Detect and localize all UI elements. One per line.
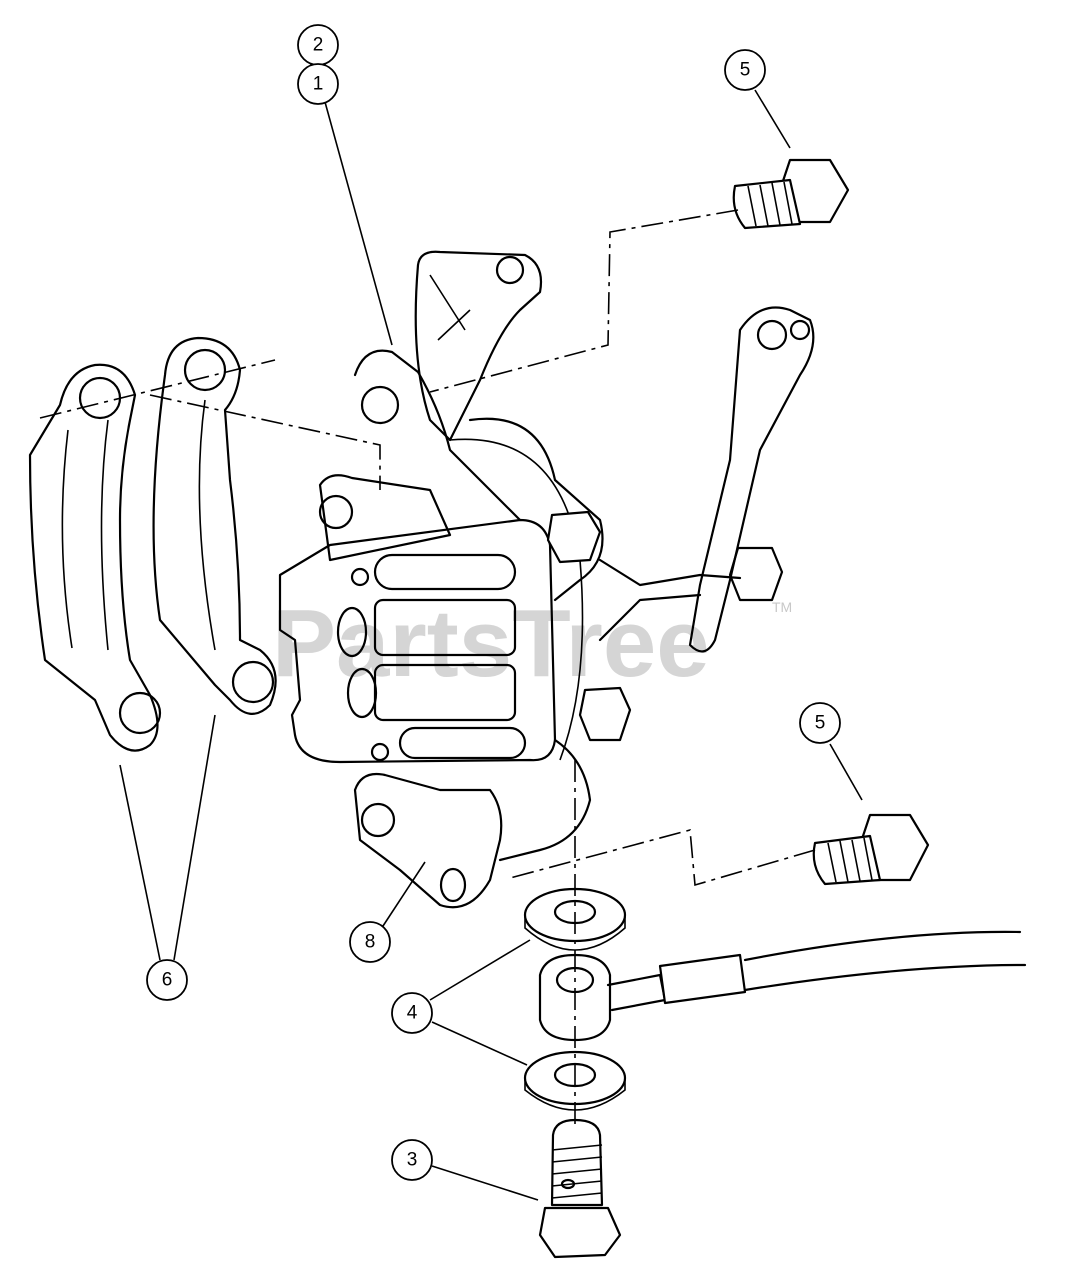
callout-3: 3 <box>391 1139 433 1181</box>
brake-lever-arm <box>688 306 815 653</box>
brake-pad-outer <box>28 363 162 752</box>
callout-3-circle <box>391 1139 433 1181</box>
callout-1: 1 <box>297 63 339 105</box>
callout-3-label: 3 <box>407 1150 418 1171</box>
watermark-trademark: TM <box>772 599 792 615</box>
callout-8-circle <box>349 921 391 963</box>
callout-6: 6 <box>146 959 188 1001</box>
brake-hose <box>606 930 1027 1012</box>
callout-4-label: 4 <box>407 1003 418 1024</box>
caliper-body <box>278 250 604 909</box>
callout-6-circle <box>146 959 188 1001</box>
callout-4-circle <box>391 992 433 1034</box>
banjo-bolt <box>538 1118 622 1259</box>
callout-5-top-circle <box>724 49 766 91</box>
callout-5-top: 5 <box>724 49 766 91</box>
callout-2-label: 2 <box>313 35 324 56</box>
callout-8-label: 8 <box>365 932 376 953</box>
callout-6-label: 6 <box>162 970 173 991</box>
watermark-logo-text: PartsTree <box>272 590 710 697</box>
assembly-centerlines <box>39 209 816 1125</box>
callout-8: 8 <box>349 921 391 963</box>
callout-1-circle <box>297 63 339 105</box>
mounting-bolt-top <box>732 158 850 230</box>
callout-leaders <box>119 89 863 1201</box>
caliper-side-fittings <box>546 510 784 742</box>
mounting-bolt-right <box>812 813 930 886</box>
callout-4: 4 <box>391 992 433 1034</box>
brake-pad-inner <box>152 336 277 715</box>
watermark: PartsTree TM <box>272 590 792 697</box>
callout-1-label: 1 <box>313 74 324 95</box>
callout-5-right-circle <box>799 702 841 744</box>
callout-5-right-label: 5 <box>815 713 826 734</box>
callout-5-top-label: 5 <box>740 60 751 81</box>
callout-5-right: 5 <box>799 702 841 744</box>
callout-2: 2 <box>297 24 339 66</box>
